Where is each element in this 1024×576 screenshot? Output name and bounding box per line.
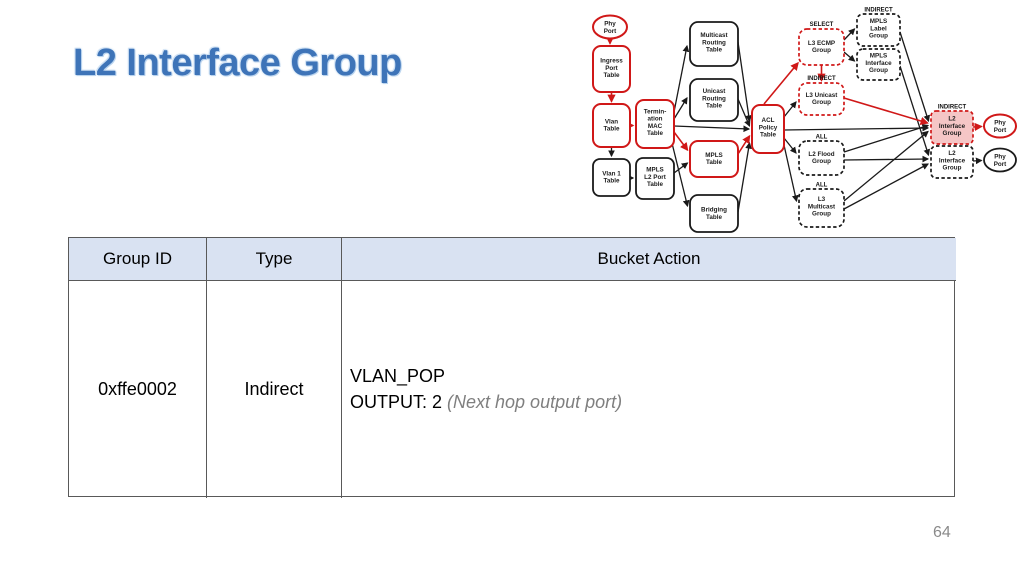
node-l3-multicast-group: ALL L3 Multicast Group (798, 183, 845, 228)
column-header-group-id: Group ID (69, 238, 207, 281)
svg-text:Phy: Phy (994, 120, 1006, 127)
svg-text:L3 Unicast: L3 Unicast (806, 92, 839, 99)
svg-text:Group: Group (869, 67, 888, 74)
svg-text:Interface: Interface (939, 123, 966, 130)
svg-text:INDIRECT: INDIRECT (938, 105, 967, 111)
node-vlan1-table: Vlan 1 Table (592, 158, 631, 197)
svg-text:Port: Port (605, 65, 618, 72)
svg-text:Group: Group (869, 33, 888, 40)
svg-text:Table: Table (647, 130, 663, 137)
diagram-edges (605, 28, 983, 213)
cell-bucket-action: VLAN_POP OUTPUT: 2 (Next hop output port… (342, 281, 956, 498)
cell-type: Indirect (207, 281, 342, 498)
svg-text:Table: Table (706, 47, 722, 54)
svg-text:ation: ation (647, 116, 662, 123)
svg-text:Port: Port (604, 28, 617, 35)
svg-text:MAC: MAC (648, 123, 663, 130)
node-l3-unicast-group: INDIRECT L3 Unicast Group (798, 76, 845, 116)
svg-text:SELECT: SELECT (810, 22, 834, 28)
svg-text:INDIRECT: INDIRECT (864, 8, 893, 14)
svg-text:Phy: Phy (604, 21, 616, 28)
node-mpls-label-group: INDIRECT MPLS Label Group (856, 8, 901, 47)
svg-text:Routing: Routing (702, 95, 726, 102)
svg-text:ALL: ALL (816, 135, 828, 141)
svg-text:MPLS: MPLS (870, 18, 888, 25)
svg-text:Group: Group (812, 47, 831, 54)
svg-text:Termin-: Termin- (644, 108, 667, 115)
svg-text:Port: Port (994, 161, 1007, 168)
svg-text:Table: Table (760, 132, 776, 139)
svg-text:Multicast: Multicast (700, 32, 728, 39)
node-acl-policy-table: ACL Policy Table (751, 104, 785, 154)
node-bridging-table: Bridging Table (689, 194, 739, 233)
bucket-action-line1: VLAN_POP (350, 365, 446, 386)
svg-text:L3: L3 (818, 196, 826, 203)
svg-text:Interface: Interface (865, 60, 892, 67)
node-l2-interface-group: L2 Interface Group (930, 145, 974, 179)
node-mpls-l2-port-table: MPLS L2 Port Table (635, 157, 675, 200)
svg-text:Group: Group (812, 158, 831, 165)
svg-text:Table: Table (706, 103, 722, 110)
svg-text:Table: Table (706, 214, 722, 221)
svg-text:Group: Group (943, 130, 962, 137)
node-mpls-interface-group: MPLS Interface Group (856, 48, 901, 81)
bucket-action-note: (Next hop output port) (447, 391, 623, 412)
ofdpa-pipeline-diagram: Phy Port Ingress Port Table Vlan Table V… (592, 8, 1017, 233)
svg-text:Port: Port (994, 127, 1007, 134)
svg-text:L2 Port: L2 Port (644, 174, 667, 181)
svg-text:L3 ECMP: L3 ECMP (808, 40, 835, 47)
svg-text:Phy: Phy (994, 154, 1006, 161)
node-multicast-routing-table: Multicast Routing Table (689, 21, 739, 67)
svg-text:Interface: Interface (939, 157, 966, 164)
svg-text:Bridging: Bridging (701, 207, 727, 214)
page-title: L2 Interface Group (73, 42, 402, 84)
svg-text:ALL: ALL (816, 183, 828, 189)
svg-text:Table: Table (604, 72, 620, 79)
svg-text:L2: L2 (948, 116, 956, 123)
svg-text:Label: Label (870, 25, 887, 32)
svg-text:INDIRECT: INDIRECT (807, 76, 836, 82)
svg-text:Table: Table (604, 178, 620, 185)
cell-group-id: 0xffe0002 (69, 281, 207, 498)
column-header-bucket-action: Bucket Action (342, 238, 956, 281)
node-termination-mac-table: Termin- ation MAC Table (635, 99, 675, 149)
svg-text:Vlan 1: Vlan 1 (602, 170, 621, 177)
group-table: Group ID Type Bucket Action 0xffe0002 In… (68, 237, 956, 498)
svg-text:Group: Group (812, 99, 831, 106)
page-number: 64 (933, 524, 951, 541)
column-header-type: Type (207, 238, 342, 281)
node-l2-interface-group-highlighted: INDIRECT L2 Interface Group (930, 105, 974, 145)
node-phy-port-out-top: Phy Port (983, 113, 1017, 139)
node-l2-flood-group: ALL L2 Flood Group (798, 135, 845, 176)
svg-text:Policy: Policy (759, 124, 778, 131)
svg-text:Unicast: Unicast (703, 88, 727, 95)
svg-text:Vlan: Vlan (605, 118, 618, 125)
node-phy-port-in: Phy Port (592, 14, 628, 40)
node-phy-port-out-bottom: Phy Port (983, 147, 1017, 173)
svg-text:MPLS: MPLS (646, 167, 664, 174)
svg-text:Ingress: Ingress (600, 58, 623, 65)
bucket-action-line2: OUTPUT: 2 (Next hop output port) (350, 391, 623, 412)
node-mpls-table: MPLS Table (689, 140, 739, 178)
svg-text:Group: Group (812, 211, 831, 218)
svg-text:MPLS: MPLS (705, 152, 723, 159)
svg-text:Routing: Routing (702, 39, 726, 46)
node-unicast-routing-table: Unicast Routing Table (689, 78, 739, 122)
node-ingress-port-table: Ingress Port Table (592, 45, 631, 93)
svg-text:Multicast: Multicast (808, 203, 836, 210)
svg-text:L2 Flood: L2 Flood (808, 151, 834, 158)
svg-text:Table: Table (604, 126, 620, 133)
svg-text:Table: Table (706, 159, 722, 166)
svg-text:Group: Group (943, 165, 962, 172)
node-l3-ecmp-group: SELECT L3 ECMP Group (798, 22, 845, 66)
svg-text:L2: L2 (948, 150, 956, 157)
svg-text:ACL: ACL (762, 117, 775, 124)
svg-text:Table: Table (647, 181, 663, 188)
node-vlan-table: Vlan Table (592, 103, 631, 148)
svg-text:MPLS: MPLS (870, 53, 888, 60)
